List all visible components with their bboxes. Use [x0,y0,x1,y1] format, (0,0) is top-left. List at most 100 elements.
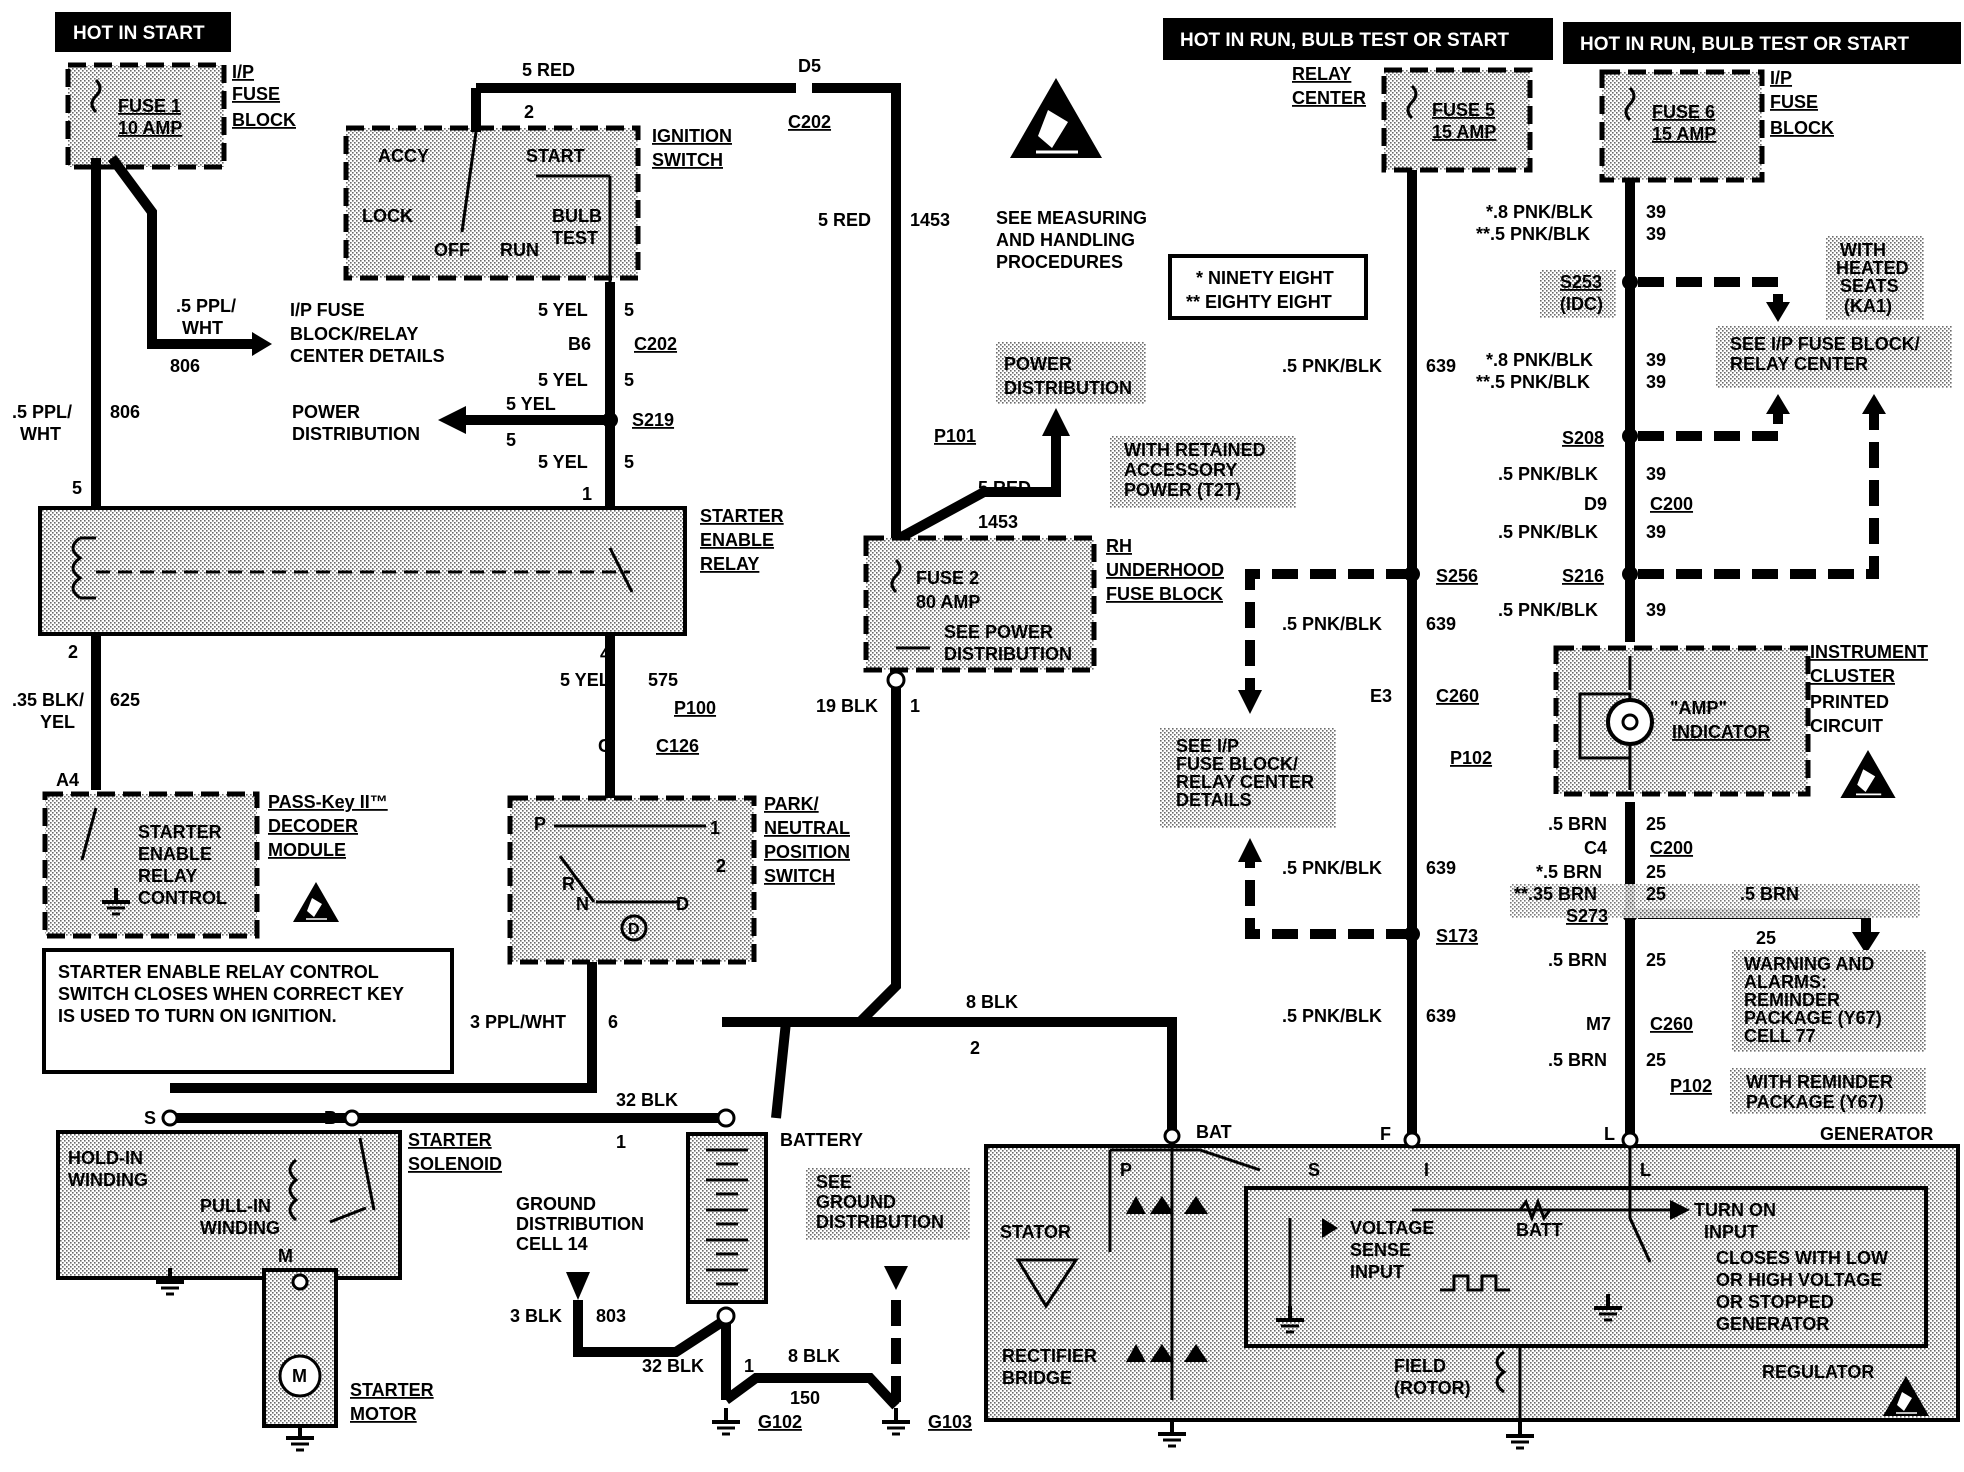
svg-text:POWER: POWER [1004,354,1072,374]
svg-text:5: 5 [624,370,634,390]
pnk-39-labels: *.8 PNK/BLK 39 **.5 PNK/BLK 39 S253 (IDC… [1476,202,1693,620]
svg-text:806: 806 [110,402,140,422]
reminder-package-ref: WITH REMINDER PACKAGE (Y67) [1730,1068,1926,1114]
brn-25-labels: .5 BRN 25 C4 C200 *.5 BRN 25 **.35 BRN 2… [1514,814,1799,1144]
svg-text:RELAY: RELAY [138,866,197,886]
diode-icon [1126,1196,1208,1362]
svg-text:C126: C126 [656,736,699,756]
wire-label-ppl-main: .5 PPL/ WHT 806 [12,402,140,444]
svg-text:*.8 PNK/BLK: *.8 PNK/BLK [1486,202,1593,222]
svg-text:PARK/: PARK/ [764,794,819,814]
svg-text:32 BLK: 32 BLK [616,1090,678,1110]
esd-warning-icon [1839,749,1897,799]
svg-text:F: F [1380,1124,1391,1144]
svg-text:I/P: I/P [232,62,254,82]
svg-text:BAT: BAT [1196,1122,1232,1142]
svg-text:G103: G103 [928,1412,972,1432]
svg-text:I/P FUSE: I/P FUSE [290,300,365,320]
svg-text:PASS-Key II™: PASS-Key II™ [268,792,388,812]
svg-text:ENABLE: ENABLE [138,844,212,864]
svg-text:HEATED: HEATED [1836,258,1909,278]
svg-text:REGULATOR: REGULATOR [1762,1362,1874,1382]
svg-text:10 AMP: 10 AMP [118,118,182,138]
svg-text:(ROTOR): (ROTOR) [1394,1378,1471,1398]
svg-text:POWER: POWER [292,402,360,422]
svg-text:VOLTAGE: VOLTAGE [1350,1218,1434,1238]
svg-text:.5 PNK/BLK: .5 PNK/BLK [1282,356,1382,376]
svg-text:OFF: OFF [434,240,470,260]
svg-text:1: 1 [744,1356,754,1376]
svg-text:25: 25 [1646,1050,1666,1070]
svg-text:POWER (T2T): POWER (T2T) [1124,480,1241,500]
header-hot-in-run-1: HOT IN RUN, BULB TEST OR START [1163,18,1553,60]
svg-text:**.5 PNK/BLK: **.5 PNK/BLK [1476,224,1590,244]
svg-text:IS USED TO TURN ON IGNITION.: IS USED TO TURN ON IGNITION. [58,1006,337,1026]
svg-text:575: 575 [648,670,678,690]
starter-solenoid: S B M HOLD-IN WINDING PULL-IN WINDING ST… [56,1108,502,1296]
svg-text:I: I [1424,1160,1429,1180]
svg-text:HOT IN RUN, BULB TEST OR START: HOT IN RUN, BULB TEST OR START [1180,30,1509,51]
svg-text:S208: S208 [1562,428,1604,448]
wire-label-ppl-branch: .5 PPL/ WHT 806 [170,296,236,376]
svg-text:5 RED: 5 RED [978,478,1031,498]
starter-motor: M STARTER MOTOR [262,1268,434,1452]
svg-text:P102: P102 [1670,1076,1712,1096]
svg-text:DISTRIBUTION: DISTRIBUTION [516,1214,644,1234]
svg-text:TEST: TEST [552,228,598,248]
svg-text:25: 25 [1646,884,1666,904]
svg-text:639: 639 [1426,356,1456,376]
svg-text:.5 PNK/BLK: .5 PNK/BLK [1498,600,1598,620]
svg-text:D5: D5 [798,56,821,76]
svg-text:.5 BRN: .5 BRN [1740,884,1799,904]
svg-text:OR STOPPED: OR STOPPED [1716,1292,1834,1312]
svg-text:STARTER: STARTER [408,1130,492,1150]
svg-text:C200: C200 [1650,838,1693,858]
svg-text:HOT IN START: HOT IN START [73,23,205,44]
svg-text:625: 625 [110,690,140,710]
svg-text:32 BLK: 32 BLK [642,1356,704,1376]
fuse-6-block: FUSE 6 15 AMP I/P FUSE BLOCK [1599,68,1834,183]
svg-text:SEE: SEE [816,1172,852,1192]
svg-text:*.5 BRN: *.5 BRN [1536,862,1602,882]
svg-text:STARTER: STARTER [138,822,222,842]
svg-text:P102: P102 [1450,748,1492,768]
svg-text:S: S [144,1108,156,1128]
svg-text:80 AMP: 80 AMP [916,592,980,612]
svg-text:S: S [1308,1160,1320,1180]
svg-text:MOTOR: MOTOR [350,1404,417,1424]
svg-text:4: 4 [600,644,610,664]
ip-fuse-details-ref: I/P FUSE BLOCK/RELAY CENTER DETAILS [290,300,445,366]
svg-text:.5 BRN: .5 BRN [1548,950,1607,970]
svg-text:BLOCK: BLOCK [1770,118,1834,138]
esd-warning-icon [292,881,340,923]
svg-text:M7: M7 [1586,1014,1611,1034]
svg-text:39: 39 [1646,224,1666,244]
svg-text:M: M [278,1246,293,1266]
svg-text:IGNITION: IGNITION [652,126,732,146]
header-hot-in-start: HOT IN START [55,12,231,52]
svg-text:.5 PNK/BLK: .5 PNK/BLK [1498,464,1598,484]
svg-text:39: 39 [1646,600,1666,620]
svg-text:FUSE 6: FUSE 6 [1652,102,1715,122]
svg-text:BATTERY: BATTERY [780,1130,863,1150]
svg-text:**.5 PNK/BLK: **.5 PNK/BLK [1476,372,1590,392]
svg-text:GENERATOR: GENERATOR [1716,1314,1829,1334]
svg-text:DISTRIBUTION: DISTRIBUTION [944,644,1072,664]
blk-circuit-labels: 8 BLK 2 32 BLK 1 [616,992,1018,1152]
svg-text:5: 5 [624,300,634,320]
svg-text:SWITCH: SWITCH [764,866,835,886]
instrument-cluster: "AMP" INDICATOR INSTRUMENT CLUSTER PRINT… [1553,642,1928,797]
model-legend: * NINETY EIGHT ** EIGHTY EIGHT [1168,254,1368,320]
svg-text:1: 1 [710,818,720,838]
svg-text:FUSE 5: FUSE 5 [1432,100,1495,120]
svg-text:25: 25 [1646,814,1666,834]
svg-text:POSITION: POSITION [764,842,850,862]
svg-text:DISTRIBUTION: DISTRIBUTION [1004,378,1132,398]
svg-text:GROUND: GROUND [816,1192,896,1212]
svg-text:START: START [526,146,585,166]
svg-text:"AMP": "AMP" [1670,698,1727,718]
svg-text:25: 25 [1646,950,1666,970]
svg-text:WINDING: WINDING [68,1170,148,1190]
starter-enable-relay: STARTER ENABLE RELAY [38,506,784,636]
